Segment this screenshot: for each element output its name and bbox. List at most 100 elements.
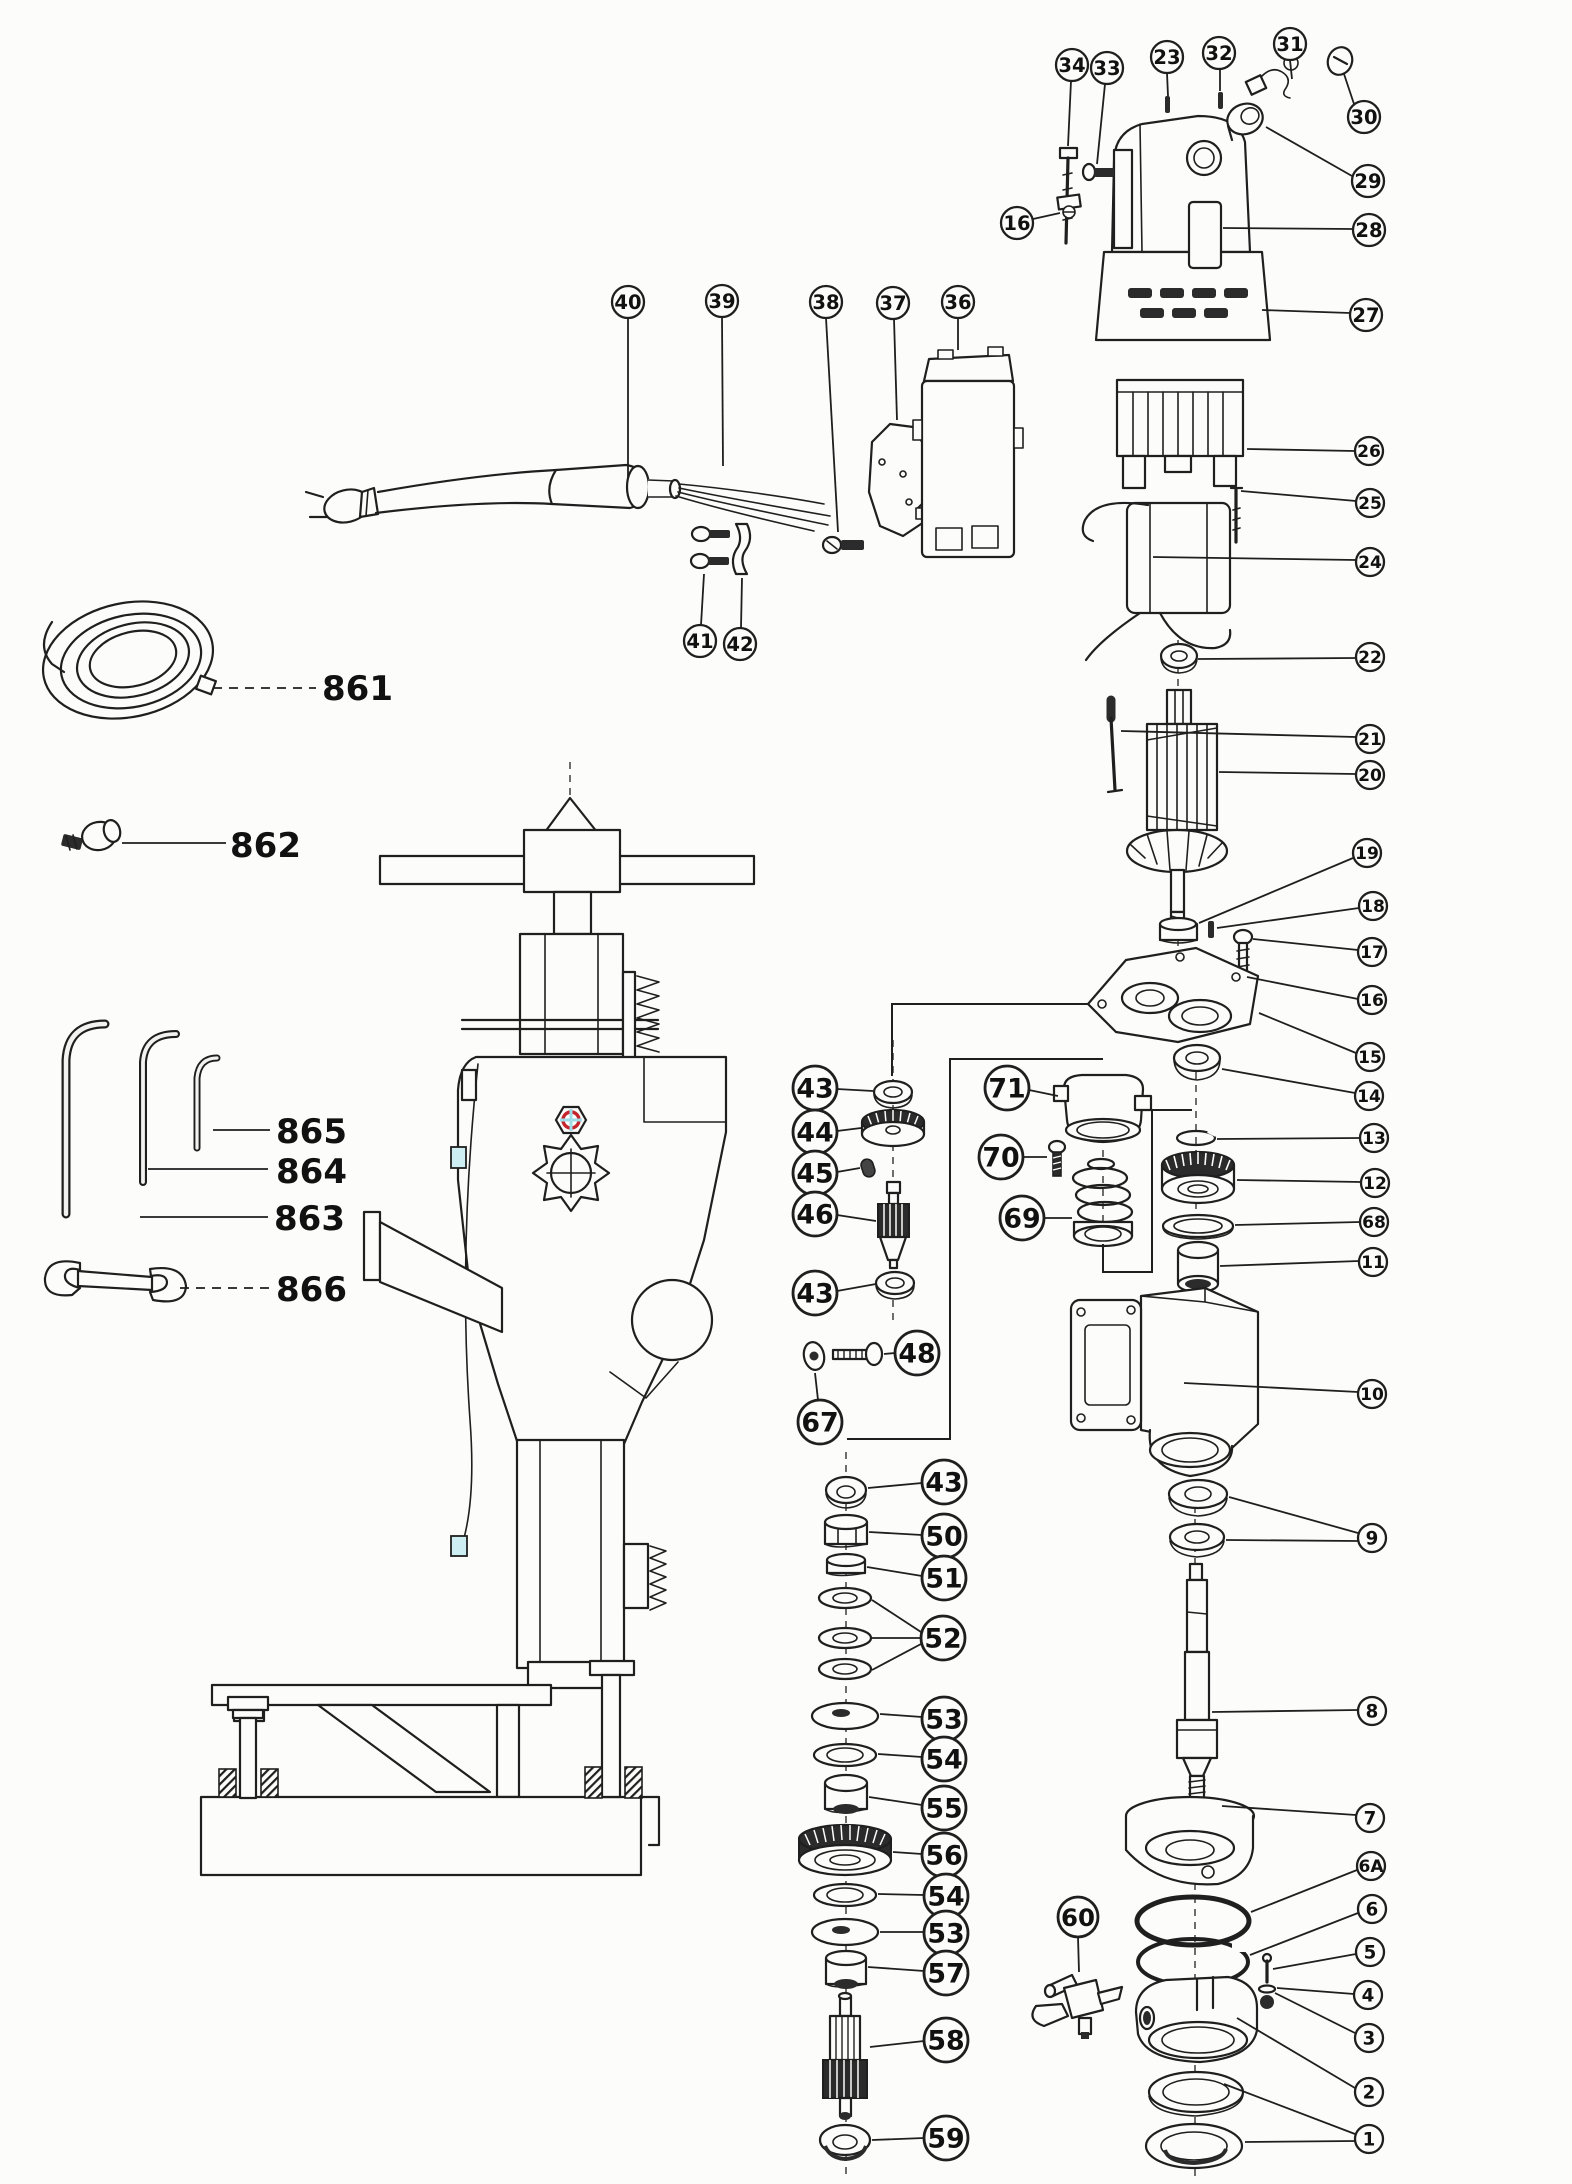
screw-33 [1081,162,1114,182]
callout-circle [1054,47,1090,83]
callout-circle [1354,1041,1386,1073]
callout-circle [1348,297,1384,333]
gearbox-10 [1069,1286,1260,1478]
callout-28: 28 [1351,212,1387,248]
field-coil-24 [1081,501,1232,662]
callout-circle [920,1784,968,1832]
leader-line [825,317,839,533]
callout-number: 31 [1276,33,1303,56]
pin-23 [1165,96,1170,113]
callout-67: 67 [796,1398,844,1446]
accessory-number-866: 866 [276,1270,347,1310]
callout-circle [1356,1522,1388,1554]
pinion-shaft-46 [877,1180,910,1270]
callout-circle [1358,1122,1390,1154]
leader-line [1152,556,1357,561]
callout-number: 24 [1358,553,1382,573]
callout-number: 43 [796,1074,833,1105]
leader-line [868,1796,923,1806]
callout-21: 21 [1354,723,1386,755]
callout-circle [1354,723,1386,755]
bearing-43b [874,1270,916,1300]
callout-circle [1149,39,1185,75]
callout-33: 33 [1089,50,1125,86]
leader-line [883,1352,896,1355]
bearing-22 [1159,642,1199,674]
leader-line [1250,1869,1358,1913]
leader-line [879,1713,923,1718]
leader-line [1236,1179,1362,1183]
callout-circle [919,1614,967,1662]
wrench-866 [43,1260,188,1303]
callout-circle [1350,163,1386,199]
leader-line [721,316,724,467]
callout-11: 11 [1357,1246,1389,1278]
washer-53b [810,1917,880,1947]
drill-stand [199,796,756,1877]
callout-circle [1353,1080,1385,1112]
bushing-57 [824,1949,868,1989]
callout-circle [1354,1802,1386,1834]
brush-cap-30 [1326,46,1354,76]
callout-circle [1356,1695,1388,1727]
callout-number: 20 [1358,766,1382,786]
screw-38 [821,535,864,555]
callout-circle [999,205,1035,241]
callout-circle [1355,1850,1387,1882]
callout-40: 40 [610,284,646,320]
callout-circle [922,2114,970,2162]
bearings-9 [1167,1478,1229,1558]
collar-nut-2 [1134,1975,1259,2064]
leader-line [1236,2017,1356,2089]
hex-key-865 [193,1054,221,1152]
terminal-16-top [1056,193,1082,219]
callout-circle [1353,2123,1385,2155]
callout-circle [940,284,976,320]
callout-56: 56 [920,1831,968,1879]
leader-line [867,1966,925,1972]
callout-48: 48 [893,1329,941,1377]
accessory-number-861: 861 [322,669,393,709]
callout-circle [808,284,844,320]
callout-53: 53 [922,1909,970,1957]
pin-5 [1261,1952,1273,1984]
leader-line [1120,730,1357,738]
callout-number: 11 [1361,1253,1385,1273]
connector-line [1102,1109,1192,1273]
water-valve-60 [1031,1973,1124,2039]
callout-circle [920,1554,968,1602]
callout-number: 46 [796,1200,833,1231]
leader-line [1240,490,1357,502]
leader-line [877,1753,923,1758]
callout-circle [977,1133,1025,1181]
callout-circle [1352,1979,1384,2011]
callout-number: 43 [796,1279,833,1310]
callout-number: 57 [927,1959,964,1990]
callout-circle [1354,546,1386,578]
switch-housing-36 [912,346,1024,559]
callout-number: 33 [1093,57,1120,80]
callout-number: 19 [1355,844,1379,864]
screw-48 [831,1341,884,1367]
connector-line [847,1058,1103,1440]
callout-circle [1354,1936,1386,1968]
nut-50 [823,1513,869,1548]
callout-3: 3 [1353,2022,1385,2054]
leader-line [1032,212,1061,220]
leader-line [1225,1539,1359,1542]
leader-line [868,1531,923,1536]
callout-14: 14 [1353,1080,1385,1112]
callout-68: 68 [1358,1206,1390,1238]
leader-line [1274,1992,1356,2034]
hose-coil-861 [41,600,218,720]
leader-line [700,573,705,626]
leader-lines [627,59,1362,2143]
callout-number: 4 [1362,1986,1375,2007]
gear-44 [860,1108,926,1148]
callout-number: 28 [1355,219,1382,242]
callout-circle [1354,641,1386,673]
callout-number: 40 [614,291,641,314]
callout-29: 29 [1350,163,1386,199]
hex-key-863 [61,1019,110,1219]
callout-circle [998,1194,1046,1242]
